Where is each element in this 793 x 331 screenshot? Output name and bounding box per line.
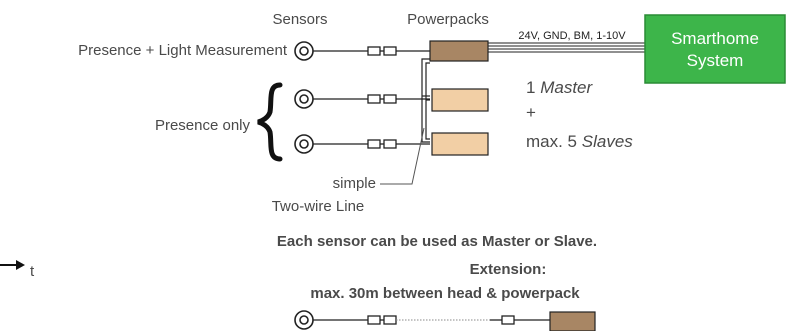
callout-line bbox=[380, 127, 425, 185]
arrow-right-icon bbox=[0, 260, 25, 270]
powerpacks-header: Powerpacks bbox=[407, 11, 489, 28]
smarthome-system-box bbox=[644, 14, 786, 84]
connector-row1 bbox=[313, 46, 430, 56]
master-powerpack bbox=[429, 40, 489, 62]
presence-only-label: Presence only bbox=[155, 117, 251, 134]
slaves-line: max. 5 Slaves bbox=[526, 132, 633, 151]
curly-brace bbox=[257, 82, 283, 162]
t-marker: t bbox=[30, 263, 35, 280]
simple-label: simple bbox=[333, 175, 376, 192]
connector-row3 bbox=[313, 139, 430, 149]
sensors-header: Sensors bbox=[272, 11, 327, 28]
sensor-icon-extension bbox=[294, 310, 314, 330]
sensor-icon-presence-light bbox=[294, 41, 314, 61]
master-line: 1 Master bbox=[526, 78, 593, 97]
two-wire-link bbox=[421, 58, 430, 143]
plus-sign: + bbox=[526, 103, 536, 122]
master-slave-note: Each sensor can be used as Master or Sla… bbox=[277, 233, 597, 250]
bus-lines bbox=[488, 42, 645, 53]
sensor-icon-presence-3 bbox=[294, 134, 314, 154]
extension-detail: max. 30m between head & powerpack bbox=[310, 285, 580, 302]
sensor-icon-presence-2 bbox=[294, 89, 314, 109]
smarthome-line2: System bbox=[687, 51, 744, 70]
extension-title: Extension: bbox=[470, 261, 547, 278]
slave-powerpack-1 bbox=[431, 88, 489, 112]
smarthome-line1: Smarthome bbox=[671, 29, 759, 48]
two-wire-line-label: Two-wire Line bbox=[272, 198, 365, 215]
connector-row2 bbox=[313, 94, 430, 104]
slave-powerpack-2 bbox=[431, 132, 489, 156]
presence-light-label: Presence + Light Measurement bbox=[78, 42, 288, 59]
extension-cable bbox=[313, 315, 550, 325]
extension-powerpack bbox=[549, 311, 596, 331]
signal-labels: 24V, GND, BM, 1-10V bbox=[518, 30, 626, 42]
